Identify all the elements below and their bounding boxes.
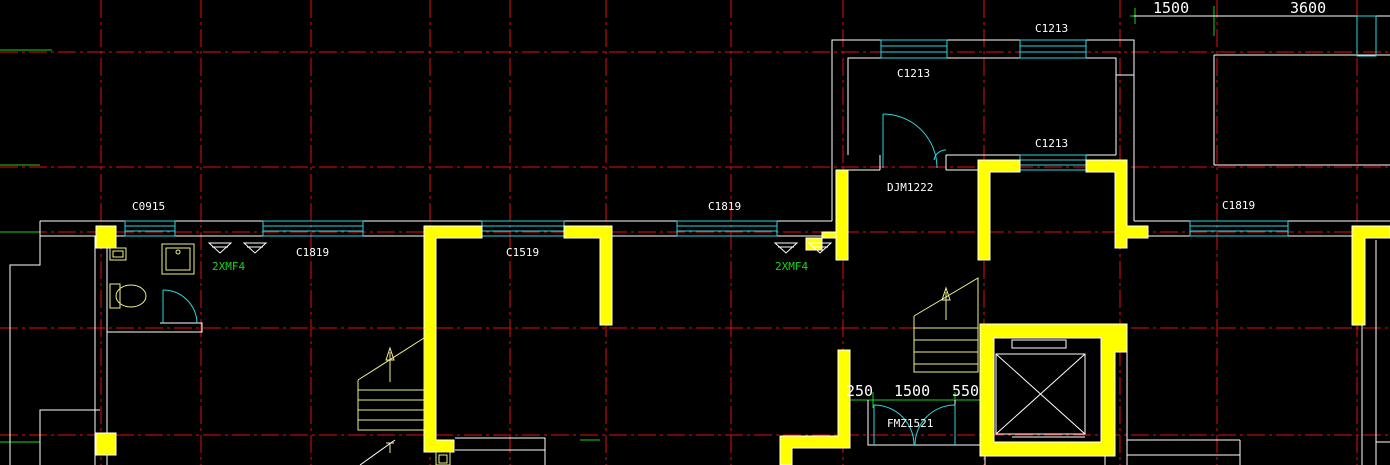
label-c1213-top: C1213 (1035, 22, 1068, 35)
label-c0915: C0915 (132, 200, 165, 213)
label-c1213-low: C1213 (1035, 137, 1068, 150)
elevator (995, 339, 1086, 438)
dim-bottom-a: 250 (846, 382, 873, 400)
dim-bottom-b: 1500 (894, 382, 930, 400)
label-c1819-b: C1819 (708, 200, 741, 213)
dim-top-a: 1500 (1153, 0, 1189, 17)
exhaust-vents (207, 242, 833, 254)
walls (9, 15, 1390, 465)
label-c1819-a: C1819 (296, 246, 329, 259)
stairs (357, 277, 979, 465)
windows (124, 15, 1377, 237)
dim-top-b: 3600 (1290, 0, 1326, 17)
label-xmf-right: 2XMF4 (775, 260, 808, 273)
columns (95, 159, 1390, 465)
label-c1819-c: C1819 (1222, 199, 1255, 212)
text-labels: C1213 C1213 C1213 C0915 C1819 C1819 C181… (132, 22, 1255, 430)
label-c1519: C1519 (506, 246, 539, 259)
dimension-text: 1500 3600 250 1500 550 (846, 0, 1326, 400)
label-djm1222: DJM1222 (887, 181, 933, 194)
doors (162, 113, 956, 446)
label-c1213-mid: C1213 (897, 67, 930, 80)
label-xmf-left: 2XMF4 (212, 260, 245, 273)
dim-bottom-c: 550 (952, 382, 979, 400)
bathroom-fixtures (109, 243, 451, 465)
green-marks (0, 6, 1390, 443)
label-fm1521: FMZ1521 (887, 417, 933, 430)
